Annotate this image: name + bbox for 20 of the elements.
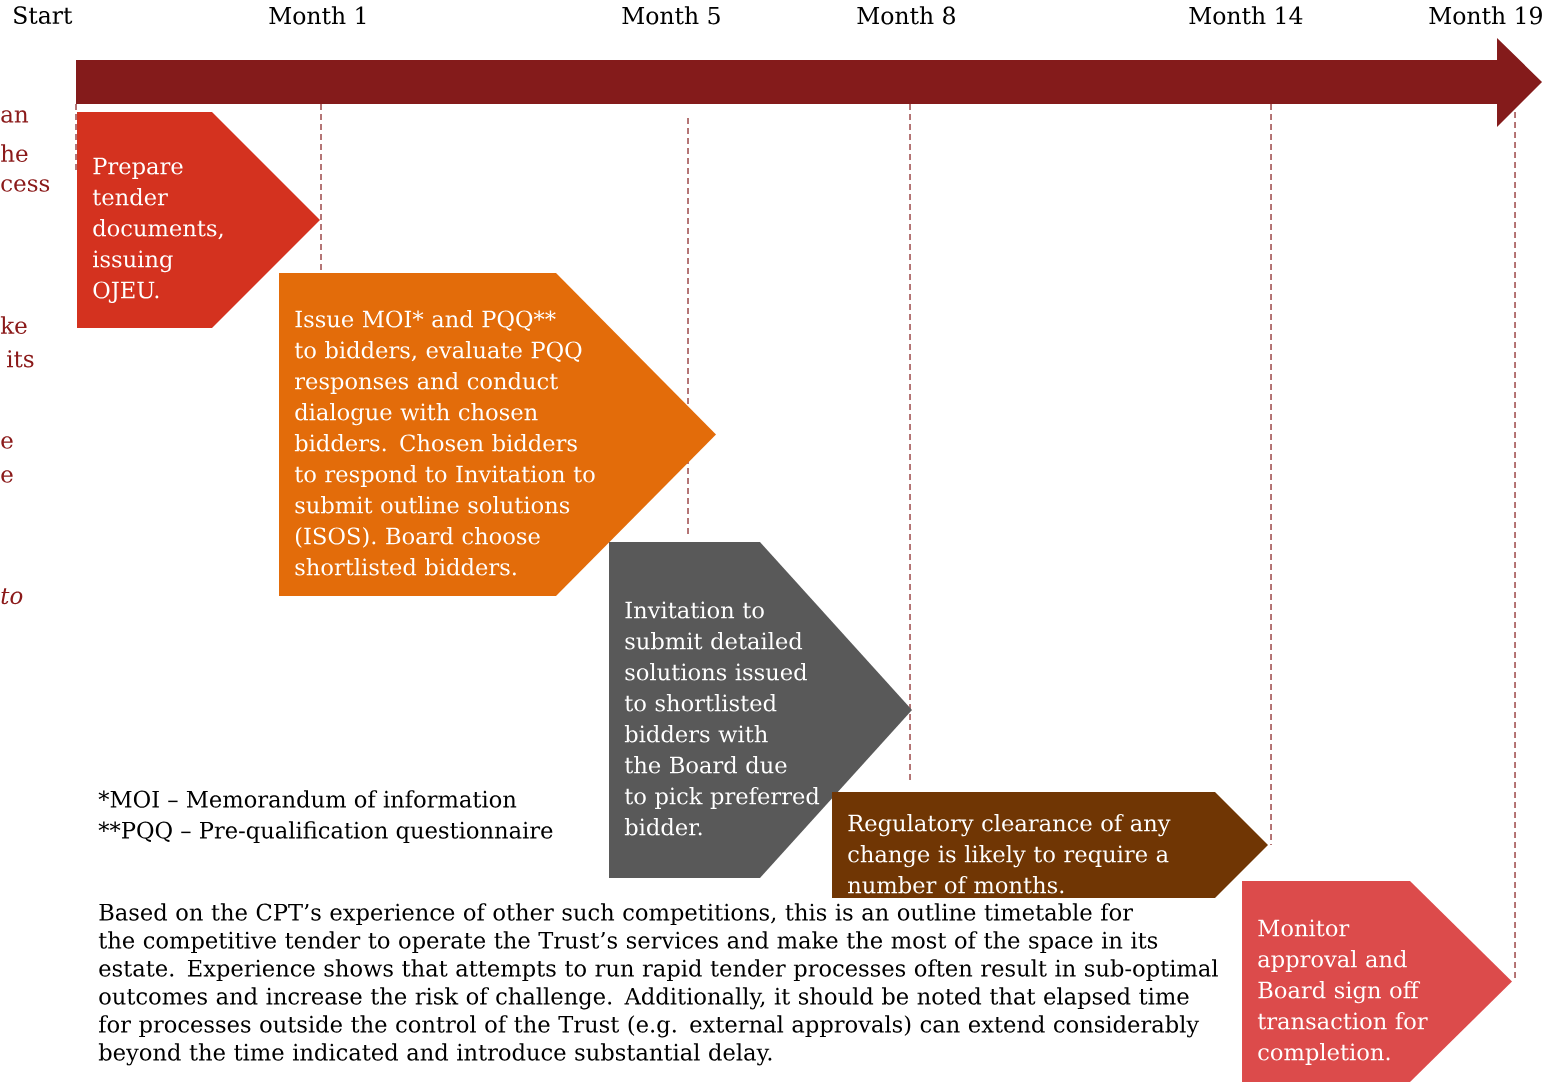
month-label: Month 5 <box>622 6 720 25</box>
text-fragment: cess <box>1 179 50 192</box>
text-fragment: its <box>7 350 34 368</box>
text-fragment: e <box>1 436 13 449</box>
chevron-step: Monitor approval and Board sign off transaction for completion. <box>1242 881 1512 1082</box>
month-label: Month 14 <box>1189 6 1303 25</box>
text-fragment: he <box>1 144 28 162</box>
paragraph: Based on the CPT’s experience of other such competitions, this is an outline timetable for the competitive tender to operate the Trust’s services and make the most of the space in its estate. Experience shows that attempts to run rapid tender processes often result in sub-optimal outcomes and increase the risk of challenge. Additionally, it should be noted that elapsed time for processes outside the control of the Trust (e.g. external approvals) can extend considerably beyond the time indicated and introduce substantial delay. <box>98 903 1218 1066</box>
chevron-step: Regulatory clearance of any change is likely to require a number of months. <box>832 792 1268 898</box>
text-fragment: ke <box>0 316 27 334</box>
month-label: Month 8 <box>857 6 955 25</box>
chevron-step: Issue MOI* and PQQ** to bidders, evaluate PQQ responses and conduct dialogue with chosen bidders. Chosen bidders to respond to Invitation to submit outline solutions (ISOS). Board choose shortlisted bidders. <box>279 273 716 596</box>
month-label: Start <box>14 6 73 24</box>
month-label: Month 19 <box>1429 6 1542 25</box>
text-fragment: e <box>1 470 13 483</box>
month-label: Month 1 <box>269 6 366 25</box>
text-fragment: an <box>1 110 29 123</box>
footnote: **PQQ – Pre-qualification questionnaire <box>98 821 553 844</box>
text-fragment: to <box>1 588 23 605</box>
footnote: *MOI – Memorandum of information <box>98 790 517 808</box>
